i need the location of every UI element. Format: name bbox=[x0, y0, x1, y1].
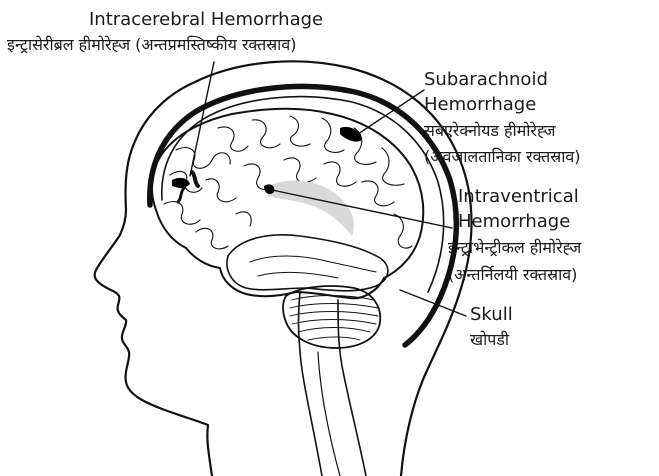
subarachnoid-label-hi-line2: (अवजालतानिका रक्तस्राव) bbox=[424, 147, 581, 166]
intracerebral-label-en: Intracerebral Hemorrhage bbox=[89, 9, 323, 30]
subarachnoid-label-hi-line1: सबएरेक्नोयड हीमोरेह्ज bbox=[424, 121, 557, 140]
intracerebral-label-hi: इन्ट्रासेरीब्रल हीमोरेह्ज (अन्तप्रमस्तिष… bbox=[7, 35, 296, 54]
skull-label-en: Skull bbox=[470, 304, 513, 325]
intraventricular-label-hi-line1: इन्ट्राभेन्ट्रीकल हीमोरेह्ज bbox=[448, 238, 582, 257]
intraventricular-leader bbox=[272, 190, 452, 228]
skull-label-hi: खोपडी bbox=[470, 330, 510, 349]
ventricle bbox=[268, 180, 354, 236]
intraventricular-label-hi-line2: (अन्तर्निलयी रक्तस्राव) bbox=[448, 265, 577, 284]
subarachnoid-label-en-line1: Subarachnoid bbox=[424, 69, 548, 90]
subarachnoid-label-en-line2: Hemorrhage bbox=[424, 94, 536, 115]
brain bbox=[152, 109, 423, 299]
intraventricular-label-en-line2: Hemorrhage bbox=[458, 211, 570, 232]
intracerebral-hemorrhage-mark bbox=[172, 172, 198, 202]
intraventricular-label-en-line1: Intraventrical bbox=[458, 186, 579, 207]
